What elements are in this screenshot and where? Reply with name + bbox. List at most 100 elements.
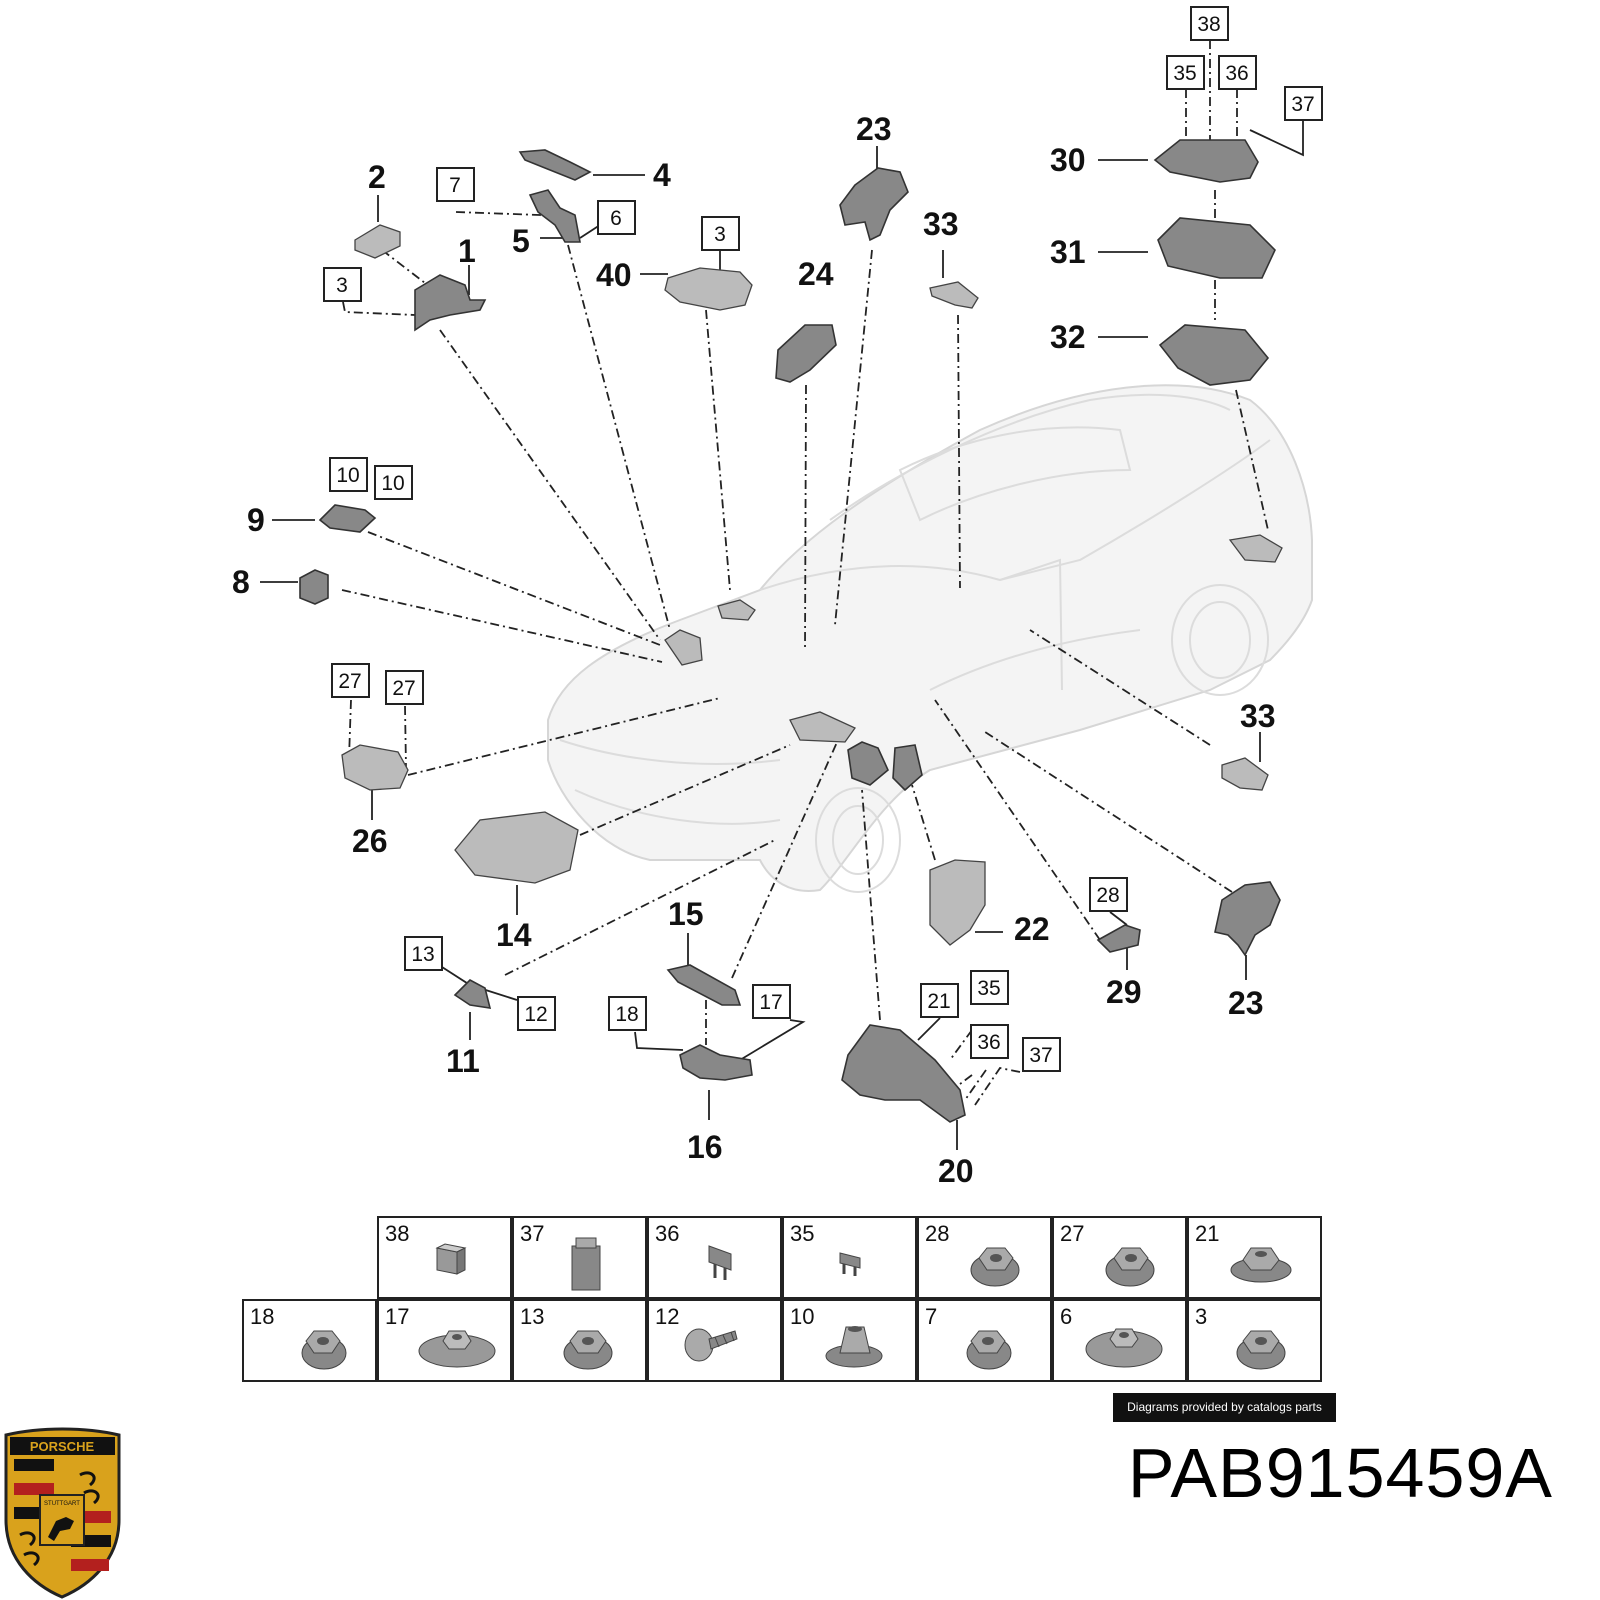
part-14-tray [454, 811, 579, 884]
svg-text:13: 13 [411, 943, 434, 966]
svg-text:7: 7 [449, 174, 461, 197]
fuse-medium-icon [708, 1245, 732, 1280]
cell-number: 3 [1195, 1304, 1208, 1329]
hex-nut-icon [966, 1330, 1012, 1370]
box-35-bottom: 35 [970, 970, 1009, 1005]
box-12: 12 [517, 996, 556, 1031]
table-cell-3: 3 [1187, 1299, 1322, 1382]
cell-number: 12 [655, 1304, 680, 1329]
cell-number: 38 [385, 1221, 410, 1246]
callout-4: 4 [653, 157, 671, 193]
part-rear-sensor [1228, 534, 1283, 563]
svg-text:28: 28 [1096, 884, 1119, 907]
part-29-clip [1096, 924, 1141, 953]
credit-banner: Diagrams provided by catalogs parts [1113, 1393, 1336, 1422]
cell-number: 28 [925, 1221, 950, 1246]
svg-text:35: 35 [977, 977, 1000, 1000]
porsche-crest-logo: PORSCHE STUTTGART [4, 1427, 121, 1599]
part-15-rail [666, 964, 742, 1006]
part-23-top [839, 167, 909, 242]
callout-15: 15 [668, 896, 704, 932]
svg-text:6: 6 [610, 207, 622, 230]
callout-23-top: 23 [856, 111, 892, 147]
svg-text:10: 10 [336, 464, 359, 487]
cell-number: 27 [1060, 1221, 1085, 1246]
table-cell-18: 18 [242, 1299, 377, 1382]
callout-5: 5 [512, 223, 530, 259]
part-on-car-3 [789, 711, 856, 743]
box-3-a: 3 [701, 216, 740, 251]
box-13: 13 [404, 936, 443, 971]
svg-text:38: 38 [1197, 13, 1220, 36]
callout-40: 40 [596, 257, 632, 293]
box-10-b: 10 [374, 465, 413, 500]
box-37-top: 37 [1284, 86, 1323, 121]
table-cell-6: 6 [1052, 1299, 1187, 1382]
callout-22: 22 [1014, 911, 1050, 947]
part-26-module [341, 744, 409, 791]
cell-number: 21 [1195, 1221, 1220, 1246]
table-cell-21: 21 [1187, 1216, 1322, 1299]
parts [299, 139, 1283, 1123]
callout-31: 31 [1050, 234, 1086, 270]
hex-nut-icon [970, 1247, 1020, 1287]
flange-nut-icon [1230, 1247, 1292, 1283]
svg-text:18: 18 [615, 1003, 638, 1026]
part-4-bracket [518, 149, 592, 181]
svg-text:27: 27 [338, 670, 361, 693]
clip-nut-icon [825, 1326, 883, 1368]
svg-text:35: 35 [1173, 62, 1196, 85]
callout-23-bottom: 23 [1228, 985, 1264, 1021]
box-3-b: 3 [323, 267, 362, 302]
part-31-box [1157, 217, 1276, 279]
part-23-bottom [1214, 881, 1281, 957]
table-cell-28: 28 [917, 1216, 1052, 1299]
washer-nut-icon [1085, 1328, 1163, 1368]
callout-11: 11 [446, 1043, 480, 1079]
table-cell-35: 35 [782, 1216, 917, 1299]
svg-text:37: 37 [1029, 1044, 1052, 1067]
callout-8: 8 [232, 564, 250, 600]
box-6: 6 [597, 200, 636, 235]
callout-32: 32 [1050, 319, 1086, 355]
svg-text:PORSCHE: PORSCHE [30, 1439, 95, 1454]
svg-text:12: 12 [524, 1003, 547, 1026]
callout-33-bottom: 33 [1240, 698, 1276, 734]
part-32-tray [1158, 324, 1270, 386]
cell-number: 35 [790, 1221, 815, 1246]
callout-20: 20 [938, 1153, 974, 1189]
svg-text:3: 3 [336, 274, 348, 297]
callout-1: 1 [458, 233, 476, 269]
cell-number: 6 [1060, 1304, 1073, 1329]
table-cell-12: 12 [647, 1299, 782, 1382]
leader-lines [341, 40, 1269, 1106]
table-cell-36: 36 [647, 1216, 782, 1299]
cell-number: 37 [520, 1221, 545, 1246]
cell-number: 13 [520, 1304, 545, 1329]
box-35-top: 35 [1166, 55, 1205, 90]
part-30-tray [1153, 139, 1259, 183]
cell-number: 18 [250, 1304, 275, 1329]
part-9-bracket [318, 504, 377, 533]
box-18: 18 [608, 996, 647, 1031]
part-22-connector [929, 859, 986, 946]
callout-16: 16 [687, 1129, 723, 1165]
box-36-bottom: 36 [970, 1024, 1009, 1059]
square-nut-icon [435, 1243, 467, 1275]
cell-number: 7 [925, 1304, 938, 1329]
callout-26: 26 [352, 823, 388, 859]
box-28: 28 [1089, 877, 1128, 912]
callout-33-top: 33 [923, 206, 959, 242]
table-cell-7: 7 [917, 1299, 1052, 1382]
part-front-bracket [847, 741, 889, 786]
part-2-module [354, 224, 401, 259]
hex-nut-icon [563, 1330, 613, 1370]
part-front-bracket-2 [892, 744, 923, 792]
box-7: 7 [436, 167, 475, 202]
svg-text:21: 21 [927, 990, 950, 1013]
part-on-car-1 [664, 629, 703, 666]
box-27-b: 27 [385, 670, 424, 705]
part-number: PAB915459A [1127, 1434, 1553, 1512]
hex-nut-icon [1236, 1330, 1286, 1370]
table-cell-17: 17 [377, 1299, 512, 1382]
